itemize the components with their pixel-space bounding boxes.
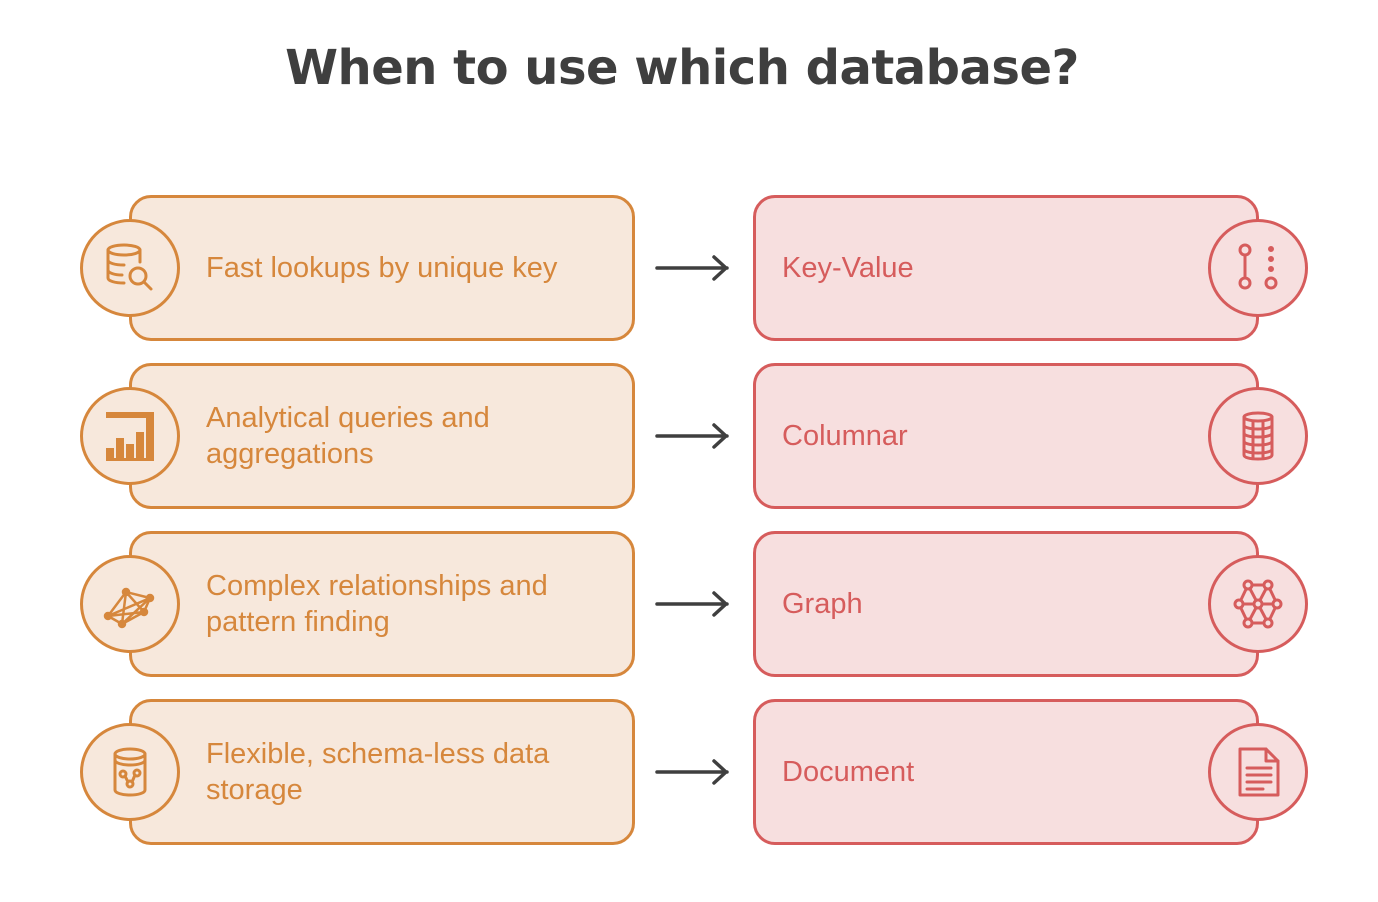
- use-case-box: [129, 531, 635, 677]
- arrow-right-icon: [655, 591, 729, 617]
- use-case-label: Flexible, schema-less data storage: [206, 738, 550, 806]
- use-case-label: Fast lookups by unique key: [206, 252, 558, 284]
- columnar-cylinder-icon: [1208, 387, 1308, 485]
- arrow-right-icon: [655, 255, 729, 281]
- database-box: [753, 531, 1259, 677]
- database-box: [753, 363, 1259, 509]
- row-document: Flexible, schema-less data storage Docum…: [0, 699, 1378, 845]
- arrow-right-icon: [655, 423, 729, 449]
- database-search-icon: [80, 219, 180, 317]
- database-label: Graph: [782, 587, 863, 620]
- use-case-box: [129, 699, 635, 845]
- database-label: Document: [782, 755, 915, 788]
- database-label: Columnar: [782, 419, 908, 452]
- use-case-label: Analytical queries and aggregations: [206, 402, 490, 470]
- use-case-label: Complex relationships and pattern findin…: [206, 570, 548, 638]
- page-title: When to use which database?: [285, 40, 1079, 96]
- use-case-box: [129, 195, 635, 341]
- row-columnar: Analytical queries and aggregations Colu…: [0, 363, 1378, 509]
- row-graph: Complex relationships and pattern findin…: [0, 531, 1378, 677]
- database-label: Key-Value: [782, 251, 914, 284]
- key-value-icon: [1208, 219, 1308, 317]
- database-node-icon: [80, 723, 180, 821]
- database-box: [753, 195, 1259, 341]
- arrow-right-icon: [655, 759, 729, 785]
- row-key-value: Fast lookups by unique key Key-Value: [0, 195, 1378, 341]
- bar-chart-icon: [80, 387, 180, 485]
- network-icon: [80, 555, 180, 653]
- document-icon: [1208, 723, 1308, 821]
- graph-nodes-icon: [1208, 555, 1308, 653]
- database-box: [753, 699, 1259, 845]
- use-case-box: [129, 363, 635, 509]
